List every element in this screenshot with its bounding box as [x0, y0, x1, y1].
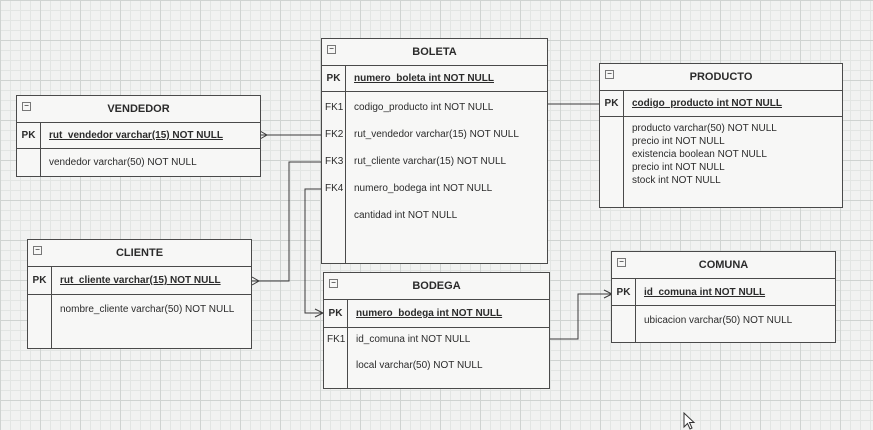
mouse-pointer-icon — [683, 412, 696, 430]
collapse-icon[interactable]: − — [605, 70, 614, 79]
key-column — [600, 117, 624, 208]
pk-row[interactable]: PK id_comuna int NOT NULL — [612, 279, 835, 306]
field-name[interactable]: precio int NOT NULL — [632, 136, 725, 147]
table-cliente[interactable]: − CLIENTE PK rut_cliente varchar(15) NOT… — [27, 239, 252, 349]
field-key: FK2 — [325, 129, 344, 140]
pk-label: PK — [600, 91, 624, 116]
key-column — [17, 149, 41, 177]
pk-row[interactable]: PK codigo_producto int NOT NULL — [600, 91, 842, 117]
pk-label: PK — [28, 267, 52, 294]
connector-bodega-comuna — [549, 293, 612, 340]
field-column: ubicacion varchar(50) NOT NULL — [636, 306, 835, 343]
collapse-icon[interactable]: − — [617, 258, 626, 267]
field-name[interactable]: cantidad int NOT NULL — [354, 210, 458, 221]
key-column: FK1 FK2 FK3 FK4 — [322, 92, 346, 264]
key-column: FK1 — [324, 328, 348, 389]
table-header[interactable]: − PRODUCTO — [600, 64, 842, 91]
connector-boleta-bodega — [304, 188, 323, 314]
field-name[interactable]: nombre_cliente varchar(50) NOT NULL — [60, 304, 235, 315]
table-header[interactable]: − COMUNA — [612, 252, 835, 279]
table-boleta[interactable]: − BOLETA PK numero_boleta int NOT NULL F… — [321, 38, 548, 264]
table-bodega[interactable]: − BODEGA PK numero_bodega int NOT NULL F… — [323, 272, 550, 389]
pk-field: rut_vendedor varchar(15) NOT NULL — [49, 130, 223, 141]
table-producto[interactable]: − PRODUCTO PK codigo_producto int NOT NU… — [599, 63, 843, 208]
field-key: FK1 — [325, 102, 344, 113]
field-name[interactable]: precio int NOT NULL — [632, 162, 725, 173]
pk-label: PK — [612, 279, 636, 305]
key-column — [28, 295, 52, 349]
collapse-icon[interactable]: − — [327, 45, 336, 54]
table-title: BOLETA — [412, 46, 457, 58]
table-title: VENDEDOR — [107, 103, 170, 115]
pk-field: numero_bodega int NOT NULL — [356, 308, 503, 319]
table-header[interactable]: − CLIENTE — [28, 240, 251, 267]
field-key: FK1 — [327, 334, 346, 345]
pk-row[interactable]: PK numero_bodega int NOT NULL — [324, 300, 549, 328]
collapse-icon[interactable]: − — [22, 102, 31, 111]
table-title: BODEGA — [412, 280, 461, 292]
field-column: vendedor varchar(50) NOT NULL — [41, 149, 260, 177]
field-column: nombre_cliente varchar(50) NOT NULL — [52, 295, 251, 349]
field-name[interactable]: stock int NOT NULL — [632, 175, 721, 186]
connector-vendedor-boleta-arrow — [259, 130, 269, 140]
pk-field: id_comuna int NOT NULL — [644, 287, 766, 298]
table-vendedor[interactable]: − VENDEDOR PK rut_vendedor varchar(15) N… — [16, 95, 261, 177]
table-title: PRODUCTO — [689, 71, 753, 83]
connector-cliente-boleta — [252, 161, 323, 282]
field-key: FK4 — [325, 183, 344, 194]
field-name[interactable]: ubicacion varchar(50) NOT NULL — [644, 315, 793, 326]
pk-label: PK — [17, 123, 41, 148]
table-title: CLIENTE — [115, 247, 164, 259]
field-column: codigo_producto int NOT NULL rut_vendedo… — [346, 92, 547, 264]
pk-label: PK — [322, 66, 346, 91]
pk-row[interactable]: PK rut_cliente varchar(15) NOT NULL — [28, 267, 251, 295]
field-name[interactable]: rut_cliente varchar(15) NOT NULL — [354, 156, 507, 167]
field-name[interactable]: vendedor varchar(50) NOT NULL — [49, 157, 197, 168]
field-name[interactable]: producto varchar(50) NOT NULL — [632, 123, 777, 134]
field-name[interactable]: id_comuna int NOT NULL — [356, 334, 471, 345]
pk-field: numero_boleta int NOT NULL — [354, 73, 494, 84]
field-name[interactable]: numero_bodega int NOT NULL — [354, 183, 493, 194]
table-title: COMUNA — [698, 259, 749, 271]
field-name[interactable]: codigo_producto int NOT NULL — [354, 102, 494, 113]
pk-row[interactable]: PK rut_vendedor varchar(15) NOT NULL — [17, 123, 260, 149]
field-name[interactable]: existencia boolean NOT NULL — [632, 149, 767, 160]
collapse-icon[interactable]: − — [329, 279, 338, 288]
pk-field: rut_cliente varchar(15) NOT NULL — [60, 275, 221, 286]
table-comuna[interactable]: − COMUNA PK id_comuna int NOT NULL ubica… — [611, 251, 836, 343]
field-column: producto varchar(50) NOT NULL precio int… — [624, 117, 842, 208]
pk-label: PK — [324, 300, 348, 327]
collapse-icon[interactable]: − — [33, 246, 42, 255]
key-column — [612, 306, 636, 343]
pk-row[interactable]: PK numero_boleta int NOT NULL — [322, 66, 547, 92]
field-name[interactable]: rut_vendedor varchar(15) NOT NULL — [354, 129, 519, 140]
pk-field: codigo_producto int NOT NULL — [632, 98, 782, 109]
field-key: FK3 — [325, 156, 344, 167]
table-header[interactable]: − BOLETA — [322, 39, 547, 66]
table-header[interactable]: − VENDEDOR — [17, 96, 260, 123]
field-name[interactable]: local varchar(50) NOT NULL — [356, 360, 483, 371]
table-header[interactable]: − BODEGA — [324, 273, 549, 300]
connector-cliente-boleta-arrow — [251, 276, 261, 286]
field-column: id_comuna int NOT NULL local varchar(50)… — [348, 328, 549, 389]
